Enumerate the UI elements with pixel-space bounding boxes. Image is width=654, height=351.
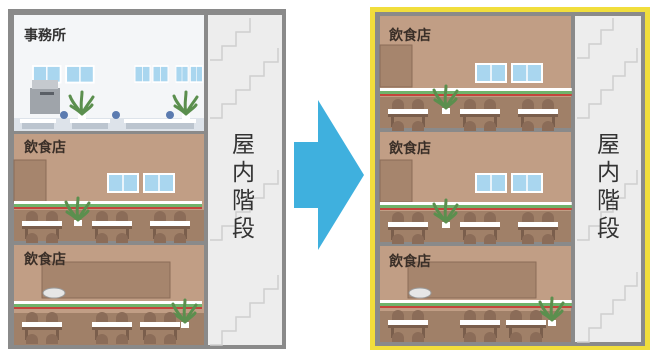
stairs-label-char: 階	[232, 188, 255, 214]
after-floor-restaurant-1: 飲食店	[380, 246, 572, 342]
before-stairs-label: 屋 内 階 段	[232, 132, 255, 242]
stairs-label-char: 内	[597, 160, 620, 186]
after-stairs-bg	[575, 16, 641, 342]
floor-label: 事務所	[24, 27, 66, 44]
before-building: 屋 内 階 段	[8, 9, 286, 349]
before-floor-restaurant-2: 飲食店	[13, 134, 204, 243]
stairs-icon	[210, 18, 279, 346]
stairs-label-char: 内	[232, 160, 255, 186]
stairs-icon	[577, 18, 638, 343]
floor-label: 飲食店	[388, 253, 431, 270]
copier-icon	[30, 80, 60, 114]
floor-label: 飲食店	[23, 251, 66, 268]
floor-label: 飲食店	[23, 139, 66, 156]
after-stairs-label: 屋 内 階 段	[597, 132, 620, 242]
stairs-label-char: 段	[597, 216, 620, 242]
before-stairs-bg	[208, 15, 282, 345]
stairs-label-char: 屋	[232, 132, 255, 158]
stairs-label-char: 段	[232, 216, 255, 242]
after-floor-restaurant-3: 飲食店	[379, 16, 572, 131]
after-floor-restaurant-2: 飲食店	[379, 132, 572, 244]
stairs-label-char: 階	[597, 188, 620, 214]
floor-label: 飲食店	[388, 140, 431, 157]
arrow-right-icon	[294, 100, 364, 250]
stairs-label-char: 屋	[597, 132, 620, 158]
before-floor-restaurant-1: 飲食店	[14, 245, 204, 345]
office-desks	[20, 111, 196, 129]
floor-label: 飲食店	[388, 27, 431, 44]
before-floor-office: 事務所	[14, 15, 204, 131]
after-building: 屋 内 階 段 飲食店	[370, 7, 650, 350]
